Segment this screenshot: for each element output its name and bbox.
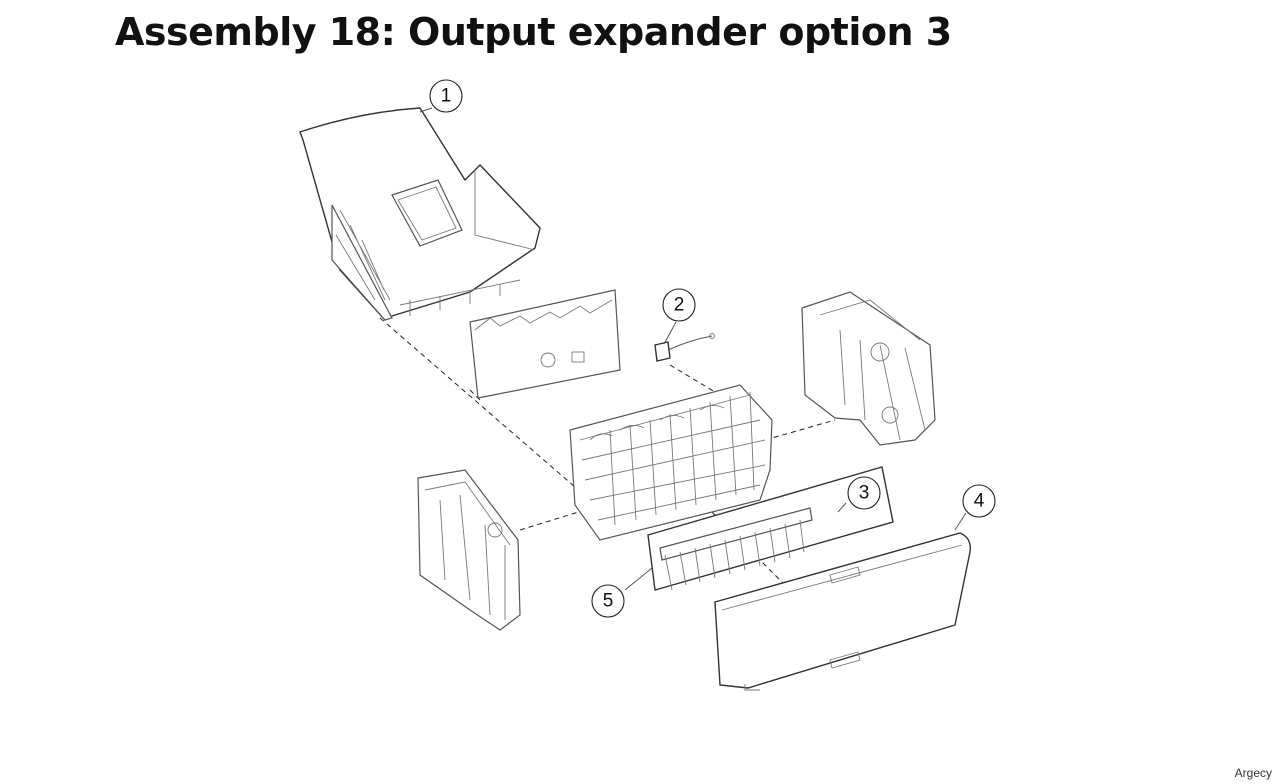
- callout-4-label: 4: [974, 491, 985, 512]
- rear-plate: [469, 289, 621, 399]
- callout-3-label: 3: [859, 483, 870, 504]
- part-5-diverter-gate: [647, 466, 894, 591]
- callout-leaders: [419, 107, 967, 591]
- page-title: Assembly 18: Output expander option 3: [115, 10, 952, 54]
- callout-2-label: 2: [674, 295, 685, 316]
- part-1-output-bin: [299, 107, 541, 321]
- callout-3: 3: [847, 476, 881, 510]
- right-side-frame: [801, 291, 936, 446]
- watermark: Argecy: [1234, 766, 1272, 780]
- left-side-frame: [417, 469, 521, 631]
- callout-1: 1: [429, 79, 463, 113]
- part-2-sensor: [654, 333, 715, 362]
- part-4-front-cover: [714, 532, 971, 691]
- callout-2: 2: [662, 288, 696, 322]
- callout-1-label: 1: [441, 86, 452, 107]
- callout-5-label: 5: [603, 591, 614, 612]
- callout-5: 5: [591, 584, 625, 618]
- transport-assembly: [569, 384, 773, 541]
- callout-4: 4: [962, 484, 996, 518]
